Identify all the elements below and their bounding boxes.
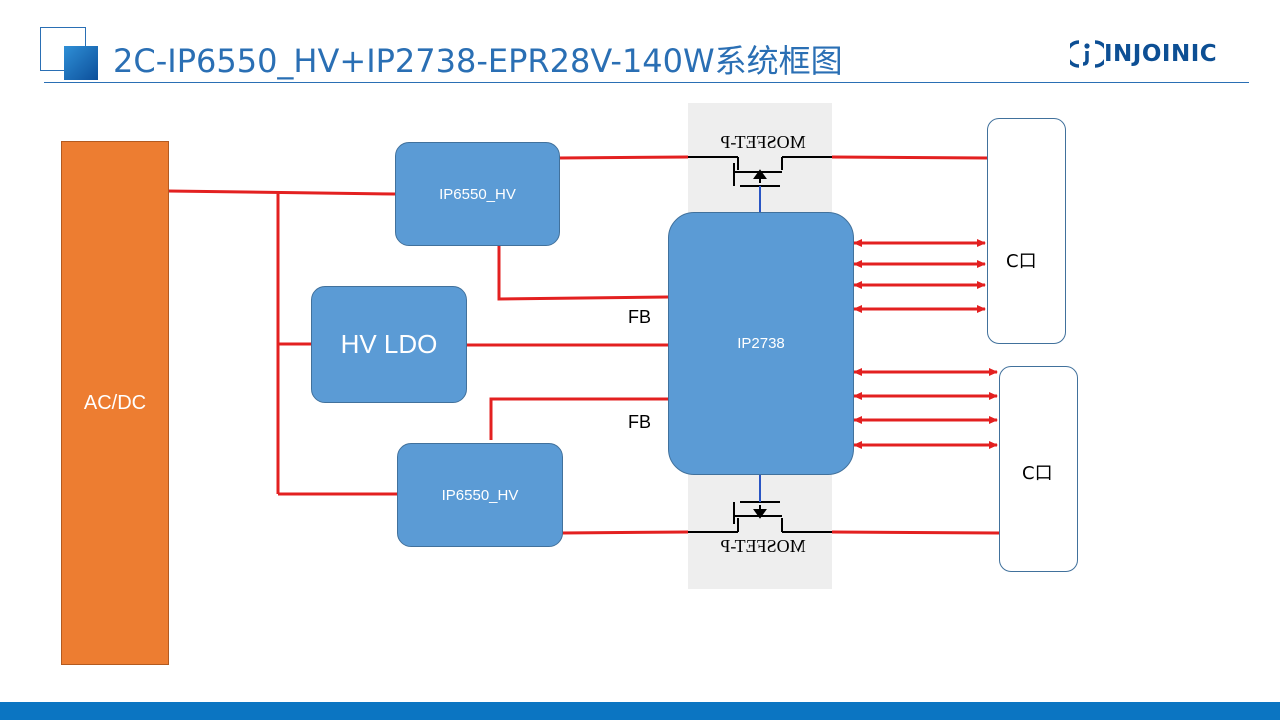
slide-title: 2C-IP6550_HV+IP2738-EPR28V-140W系统框图 bbox=[113, 42, 843, 80]
power-wires bbox=[167, 155, 1000, 535]
port-top-label: C口 bbox=[1006, 251, 1037, 272]
acdc-block: AC/DC bbox=[61, 141, 169, 665]
usb-c-port-bottom: C口 bbox=[999, 366, 1078, 572]
data-arrows bbox=[853, 239, 998, 449]
mosfet-bottom-symbol bbox=[688, 473, 832, 533]
title-decoration-square bbox=[64, 46, 98, 80]
mosfet-top-label: MOSFET-P bbox=[720, 132, 806, 152]
mosfet-top-symbol bbox=[688, 156, 832, 213]
ip6550-bottom-label: IP6550_HV bbox=[441, 486, 519, 504]
ip2738-block: IP2738 bbox=[668, 212, 854, 475]
injoinic-logo-icon bbox=[1070, 40, 1104, 68]
hv-ldo-block: HV LDO bbox=[311, 286, 467, 403]
ip6550-bottom-block: IP6550_HV bbox=[397, 443, 563, 547]
usb-c-port-top: C口 bbox=[987, 118, 1066, 344]
injoinic-logo: INJOINIC bbox=[1070, 38, 1217, 70]
ip6550-top-block: IP6550_HV bbox=[395, 142, 560, 246]
mosfet-bottom-label: MOSFET-P bbox=[720, 536, 806, 556]
ip2738-label: IP2738 bbox=[737, 335, 785, 352]
ip6550-top-label: IP6550_HV bbox=[439, 185, 516, 203]
port-bottom-label: C口 bbox=[1022, 463, 1053, 484]
acdc-label: AC/DC bbox=[83, 391, 147, 414]
fb-bottom-label: FB bbox=[628, 412, 652, 432]
hv-ldo-label: HV LDO bbox=[340, 329, 438, 359]
fb-top-label: FB bbox=[628, 307, 652, 327]
footer-bar bbox=[0, 702, 1280, 720]
logo-text: INJOINIC bbox=[1104, 41, 1218, 67]
title-divider bbox=[44, 82, 1249, 83]
